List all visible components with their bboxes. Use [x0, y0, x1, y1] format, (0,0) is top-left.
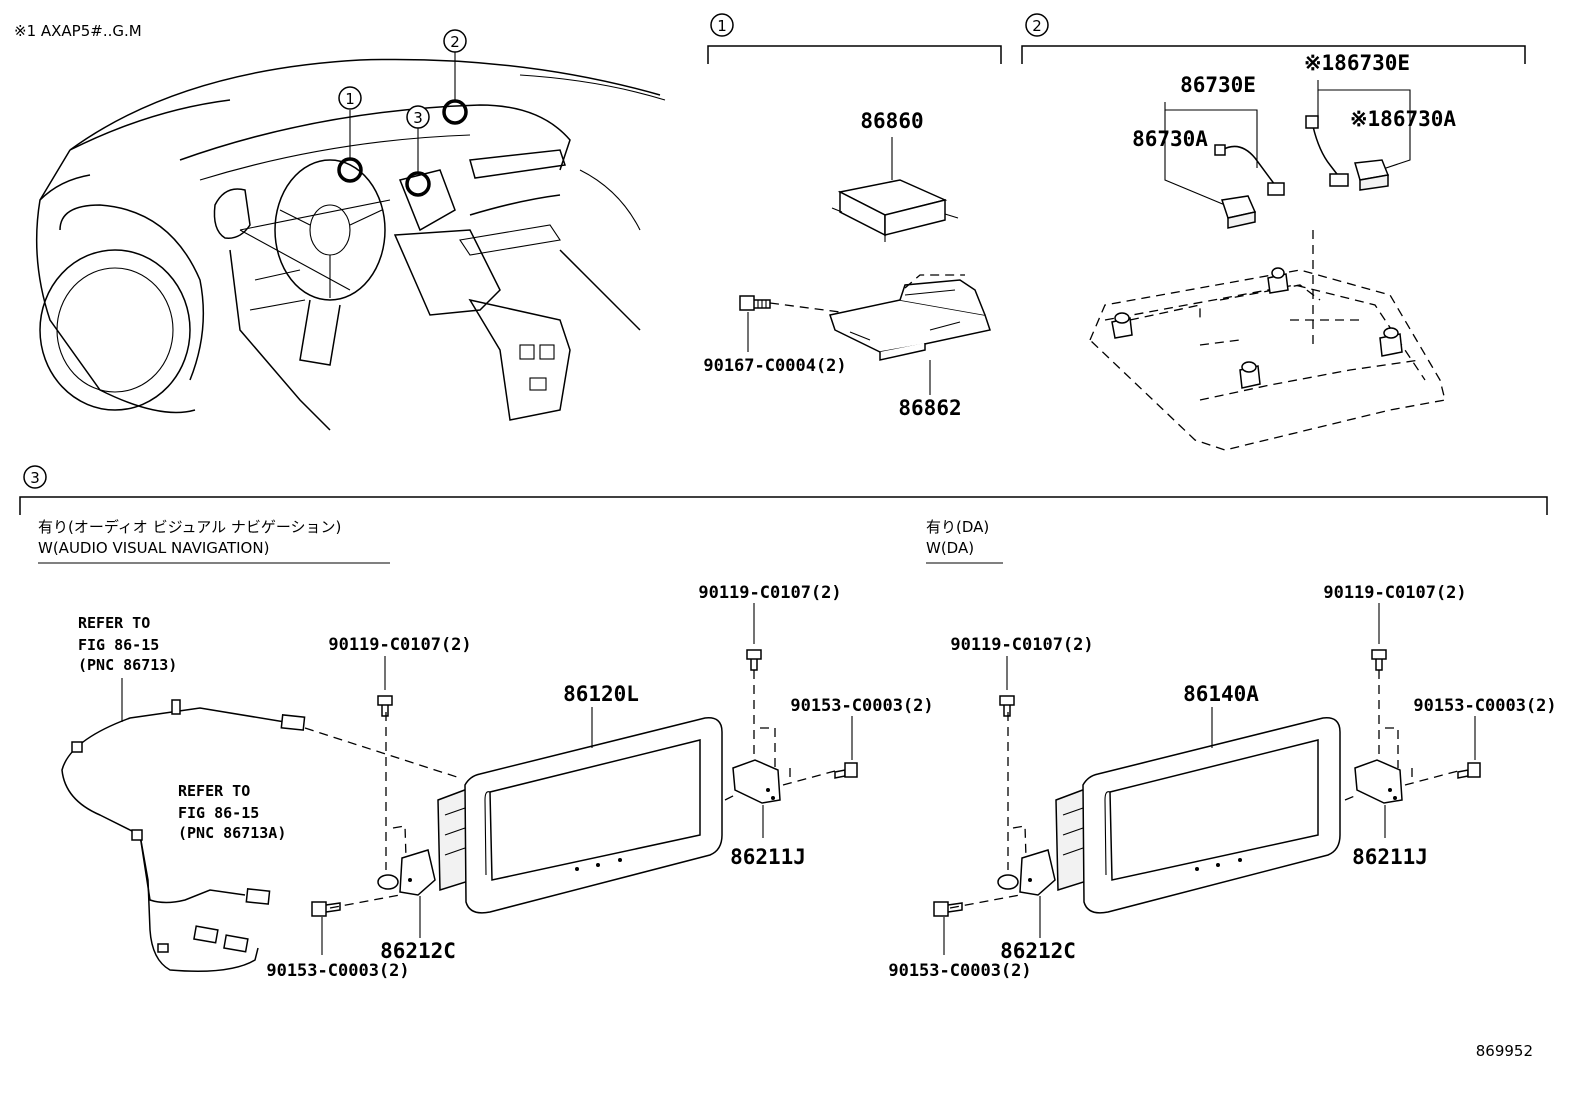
variant-av-jp-label: 有り(オーディオ ビジュアル ナビゲーション) [38, 518, 341, 536]
part-90119-c0107-label-right-b: 90119-C0107(2) [1323, 583, 1466, 603]
refer-1-line-1: REFER TO [78, 614, 150, 632]
part-86212C-label-left: 86212C [380, 939, 456, 963]
part-86120L-label: 86120L [563, 682, 639, 706]
part-86211J-label-right: 86211J [1352, 845, 1428, 869]
screw-90153-c0003-right-bottom [933, 901, 963, 917]
part-90153-c0003-label-left-side: 90153-C0003(2) [790, 696, 933, 716]
part-90153-c0003-label-right-side: 90153-C0003(2) [1413, 696, 1556, 716]
part-86212C-label-right: 86212C [1000, 939, 1076, 963]
screw-90153-c0003-right-side [1457, 762, 1481, 779]
bracket-86212C-right [997, 849, 1056, 896]
variant-audio-visual-navigation: 有り(オーディオ ビジュアル ナビゲーション) W(AUDIO VISUAL N… [38, 518, 934, 981]
part-90119-c0107-label-left-b: 90119-C0107(2) [698, 583, 841, 603]
svg-text:1: 1 [717, 17, 727, 35]
screw-90153-c0003-left-bottom [311, 901, 341, 917]
connector-86730A [1221, 195, 1257, 229]
variant-da-en-label: W(DA) [926, 539, 974, 557]
airbag-ecu-location-marker [337, 157, 363, 183]
section-1-callout [710, 13, 734, 37]
part-90119-c0107-label-left-a: 90119-C0107(2) [328, 635, 471, 655]
part-86860-label: 86860 [860, 109, 923, 133]
part-86730E-label: 86730E [1180, 73, 1256, 97]
display-86140A [1055, 717, 1341, 914]
refer-1-line-3: (PNC 86713) [78, 656, 177, 674]
callout-2-overview: 2 [443, 29, 467, 53]
part-90153-c0003-label-left-bottom: 90153-C0003(2) [266, 961, 409, 981]
wire-harness-86730E [1214, 144, 1285, 196]
bracket-86211J-left [732, 759, 781, 804]
svg-text:3: 3 [413, 109, 423, 127]
roof-console-location-marker [442, 99, 468, 125]
screw-90153-c0003-left-side [834, 762, 858, 779]
screw-90119-c0107-right-b [1371, 649, 1387, 671]
screw-90119-c0107-left-a [377, 695, 393, 717]
variant-da-jp-label: 有り(DA) [926, 518, 989, 536]
part-86730A-label: 86730A [1132, 127, 1208, 151]
dashboard-overview-illustration: 1 2 3 [35, 29, 666, 431]
refer-2-line-1: REFER TO [178, 782, 250, 800]
screw-90119-c0107-right-a [999, 695, 1015, 717]
ecu-bracket [829, 279, 991, 361]
svg-text:2: 2 [450, 33, 460, 51]
callout-1-overview: 1 [338, 86, 362, 110]
part-90167-c0004-label: 90167-C0004(2) [703, 356, 846, 376]
section-2-callout [1025, 13, 1049, 37]
antenna-cable [61, 678, 306, 972]
part-86862-label: 86862 [898, 396, 961, 420]
part-86140A-label: 86140A [1183, 682, 1259, 706]
svg-text:1: 1 [345, 90, 355, 108]
svg-text:3: 3 [30, 469, 40, 487]
refer-1-line-2: FIG 86-15 [78, 636, 159, 654]
screw-90119-c0107-left-b [746, 649, 762, 671]
bolt-90167-c0004 [739, 295, 771, 311]
drawing-number: 869952 [1476, 1042, 1533, 1060]
section-2-roof-console: 2 86730E 86730A ※186730E ※186730A [1021, 13, 1526, 451]
part-86211J-label-left: 86211J [730, 845, 806, 869]
bracket-86212C-left [377, 849, 436, 896]
section-3-displays: 3 有り(オーディオ ビジュアル ナビゲーション) W(AUDIO VISUAL… [19, 465, 1557, 981]
display-86120L [437, 717, 723, 914]
part-186730A-label: ※186730A [1350, 107, 1456, 131]
refer-2-line-3: (PNC 86713A) [178, 824, 286, 842]
part-90153-c0003-label-right-bottom: 90153-C0003(2) [888, 961, 1031, 981]
variant-av-en-label: W(AUDIO VISUAL NAVIGATION) [38, 539, 269, 557]
refer-2-line-2: FIG 86-15 [178, 804, 259, 822]
wire-harness-186730E [1305, 115, 1349, 187]
overhead-console-outline [1089, 267, 1446, 451]
svg-text:2: 2 [1032, 17, 1042, 35]
airbag-ecu-unit [831, 179, 959, 242]
display-location-marker [405, 171, 431, 197]
connector-186730A [1354, 159, 1390, 191]
section-3-callout [23, 465, 47, 489]
variant-da: 有り(DA) W(DA) 86140A [888, 518, 1556, 981]
section-1-airbag-ecu: 1 86860 86862 90167-C0004(2) [703, 13, 1002, 420]
part-186730E-label: ※186730E [1304, 51, 1410, 75]
callout-3-overview: 3 [406, 105, 430, 129]
model-note: ※1 AXAP5#..G.M [14, 22, 142, 40]
part-90119-c0107-label-right-a: 90119-C0107(2) [950, 635, 1093, 655]
bracket-86211J-right [1354, 759, 1403, 804]
